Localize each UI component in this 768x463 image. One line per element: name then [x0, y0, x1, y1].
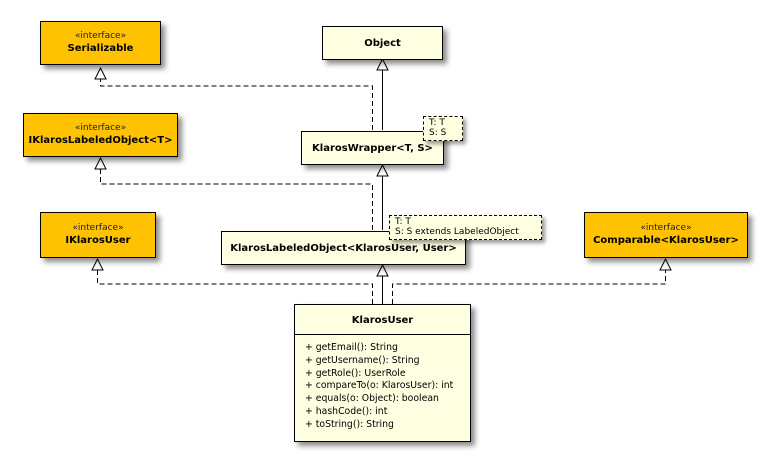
class-klaros-user[interactable]: KlarosUser + getEmail(): String + getUse… [294, 304, 471, 442]
type-param: T: T [429, 118, 445, 128]
class-name: Object [364, 38, 401, 49]
stereotype-label: «interface» [640, 223, 692, 233]
interface-name: IKlarosUser [65, 235, 131, 246]
type-param: S: S extends LabeledObject [395, 227, 519, 237]
generalization-arrowhead-icon [376, 263, 389, 277]
type-param: T: T [395, 217, 411, 227]
type-parameters-box: T: T S: S extends LabeledObject [389, 215, 542, 240]
method-item: + toString(): String [305, 418, 394, 430]
type-parameters-box: T: T S: S [423, 116, 463, 141]
interface-comparable[interactable]: «interface» Comparable<KlarosUser> [584, 212, 748, 258]
class-name: KlarosLabeledObject<KlarosUser, User> [230, 243, 457, 254]
method-item: + getRole(): UserRole [305, 367, 406, 379]
class-object[interactable]: Object [322, 26, 443, 60]
type-param: S: S [429, 128, 447, 138]
method-item: + hashCode(): int [305, 405, 388, 417]
realization-arrowhead-icon [91, 257, 104, 271]
compartment-divider [295, 334, 470, 335]
realization-arrowhead-icon [659, 257, 672, 271]
interface-iklaros-labeled-object[interactable]: «interface» IKlarosLabeledObject<T> [23, 113, 178, 157]
method-item: + getUsername(): String [305, 354, 420, 366]
generalization-arrowhead-icon [376, 57, 389, 71]
method-item: + getEmail(): String [305, 342, 398, 353]
edge-wrapper-to-serializable [100, 79, 373, 130]
stereotype-label: «interface» [72, 223, 124, 233]
method-item: + equals(o: Object): boolean [305, 393, 439, 405]
interface-iklaros-user[interactable]: «interface» IKlarosUser [40, 212, 156, 258]
interface-name: Serializable [67, 43, 134, 54]
method-list: + getEmail(): String + getUsername(): St… [295, 335, 470, 432]
class-name: KlarosWrapper<T, S> [312, 143, 433, 154]
stereotype-label: «interface» [74, 123, 127, 133]
generalization-arrowhead-icon [376, 163, 389, 177]
realization-arrowhead-icon [94, 156, 107, 170]
interface-serializable[interactable]: «interface» Serializable [40, 21, 161, 65]
stereotype-label: «interface» [74, 31, 127, 41]
method-item: + compareTo(o: KlarosUser): int [305, 380, 454, 392]
edge-user-to-comparable [392, 270, 666, 304]
interface-name: IKlarosLabeledObject<T> [28, 135, 173, 146]
realization-arrowhead-icon [94, 66, 107, 80]
class-klaros-wrapper[interactable]: KlarosWrapper<T, S> [301, 131, 444, 165]
class-name: KlarosUser [351, 315, 414, 326]
interface-name: Comparable<KlarosUser> [593, 235, 739, 246]
edge-user-to-iuser [97, 270, 373, 304]
